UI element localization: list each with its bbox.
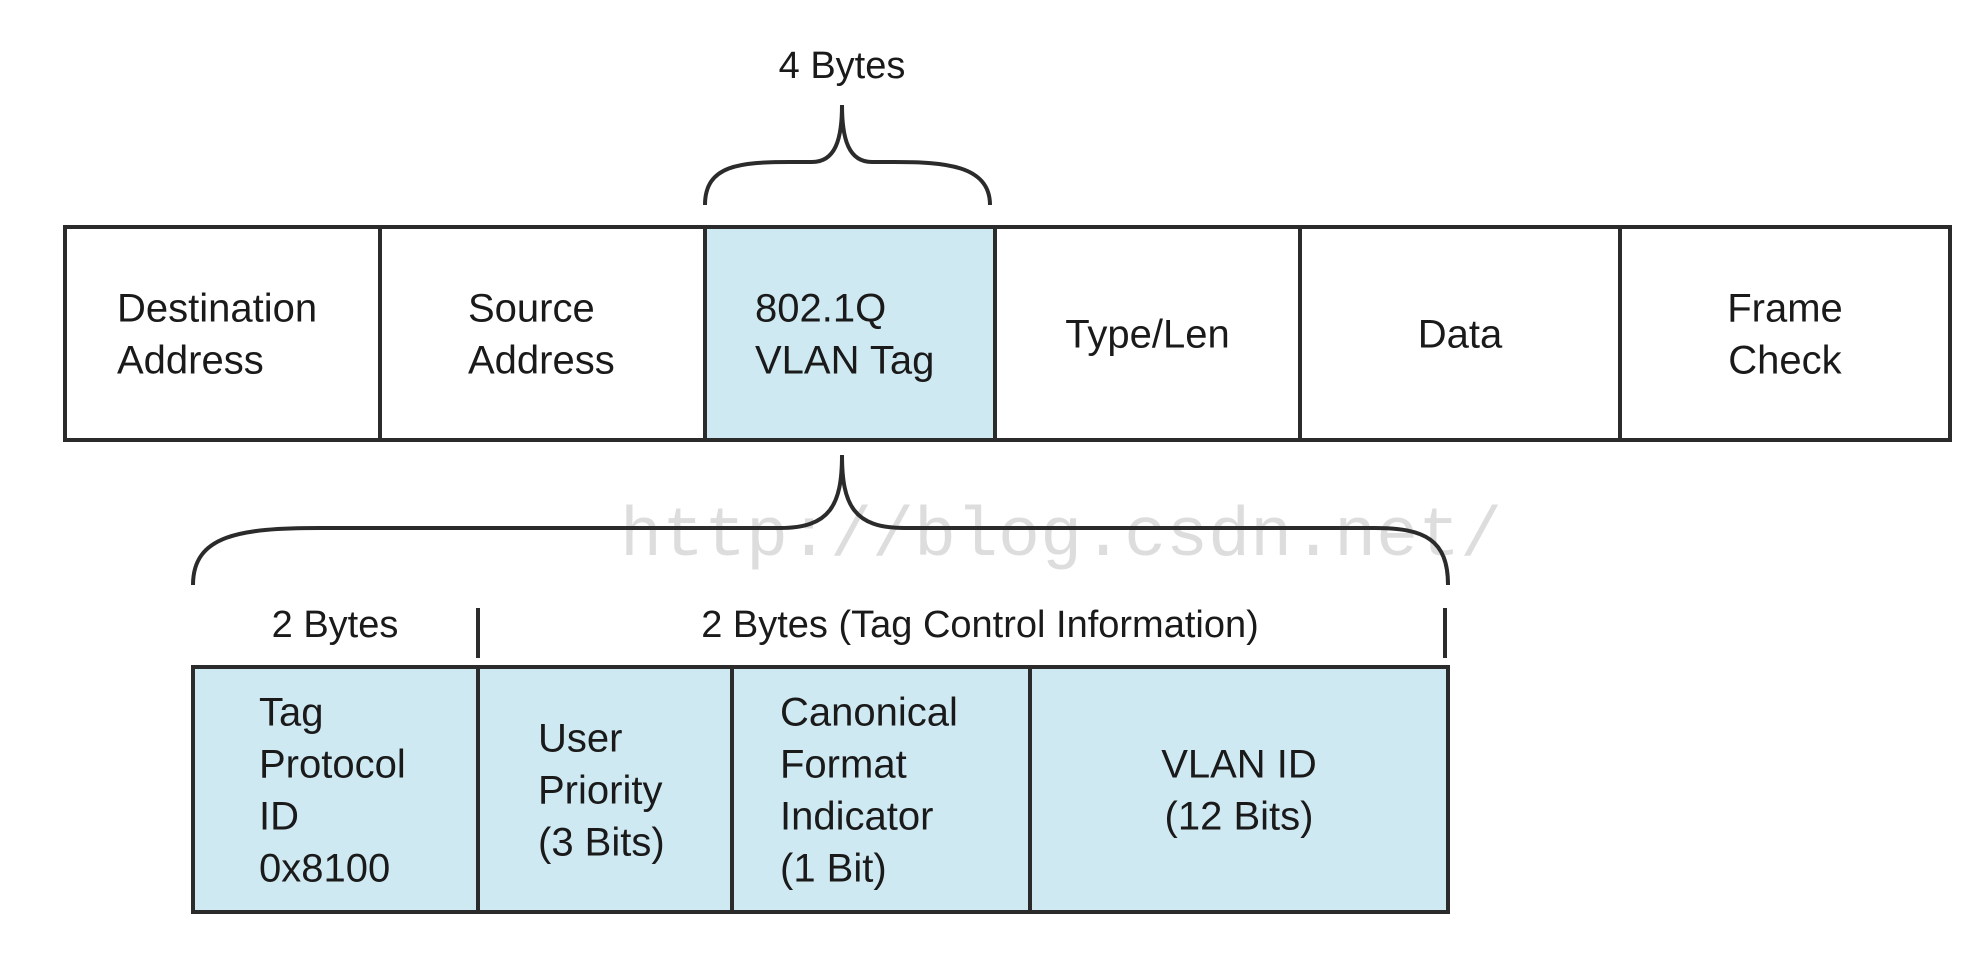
top-brace-label: 4 Bytes <box>779 45 906 87</box>
frame-field-text-0-0: Destination <box>117 287 317 331</box>
tag-field-text-0-1: Protocol <box>259 743 406 787</box>
frame-field-cell-1 <box>378 225 707 442</box>
frame-field-text-1-1: Address <box>468 339 615 383</box>
tag-field-text-3-0: VLAN ID <box>1161 743 1317 787</box>
tag-field-text-2-0: Canonical <box>780 691 958 735</box>
frame-field-text-5-1: Check <box>1728 339 1842 383</box>
bottom-brace <box>191 454 1450 586</box>
tag-field-cell-2 <box>730 665 1032 914</box>
tag-field-text-2-3: (1 Bit) <box>780 847 887 891</box>
tag-field-text-0-3: 0x8100 <box>259 847 390 891</box>
frame-field-text-4-0: Data <box>1418 313 1503 357</box>
frame-field-text-0-1: Address <box>117 339 264 383</box>
tag-field-text-0-0: Tag <box>259 691 324 735</box>
tag-field-text-2-1: Format <box>780 743 907 787</box>
tag-field-text-2-2: Indicator <box>780 795 933 839</box>
frame-field-cell-2 <box>703 225 997 442</box>
tag-field-text-0-2: ID <box>259 795 299 839</box>
frame-field-text-1-0: Source <box>468 287 595 331</box>
tag-field-text-1-1: Priority <box>538 769 662 813</box>
top-brace <box>703 104 992 206</box>
tag-field-text-1-2: (3 Bits) <box>538 821 665 865</box>
watermark: http://blog.csdn.net/ <box>620 498 1502 577</box>
frame-field-text-2-0: 802.1Q <box>755 287 886 331</box>
frame-field-cell-5 <box>1618 225 1952 442</box>
frame-field-cell-3 <box>993 225 1302 442</box>
frame-field-text-2-1: VLAN Tag <box>755 339 934 383</box>
tci-bytes-label: 2 Bytes (Tag Control Information) <box>701 604 1259 646</box>
frame-field-cell-4 <box>1298 225 1622 442</box>
tag-field-cell-1 <box>476 665 734 914</box>
frame-field-cell-0 <box>63 225 382 442</box>
tpid-bytes-label: 2 Bytes <box>272 604 399 646</box>
frame-field-text-5-0: Frame <box>1727 287 1843 331</box>
tag-field-cell-3 <box>1028 665 1450 914</box>
frame-field-text-3-0: Type/Len <box>1065 313 1230 357</box>
tag-field-text-1-0: User <box>538 717 622 761</box>
tag-field-text-3-1: (12 Bits) <box>1165 795 1314 839</box>
tag-field-cell-0 <box>191 665 480 914</box>
